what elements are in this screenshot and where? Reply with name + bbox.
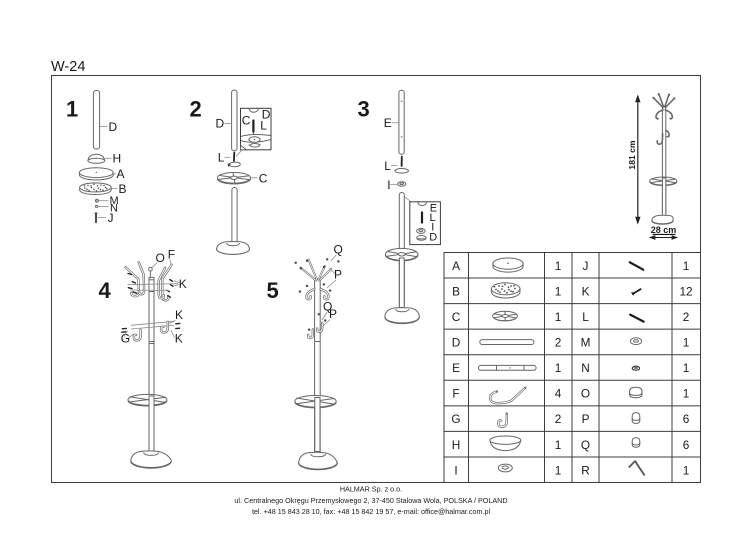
svg-text:E: E	[384, 116, 392, 130]
svg-text:F: F	[168, 248, 175, 262]
svg-text:1: 1	[555, 438, 562, 452]
svg-text:M: M	[110, 195, 119, 207]
svg-text:tel. +48 15 843 28 10, fax: +4: tel. +48 15 843 28 10, fax: +48 15 842 1…	[252, 507, 491, 516]
svg-text:1: 1	[683, 336, 690, 350]
svg-text:L: L	[430, 212, 436, 224]
svg-text:M: M	[581, 336, 591, 350]
svg-text:1: 1	[555, 361, 562, 375]
svg-text:ul. Centralnego Okręgu Przemys: ul. Centralnego Okręgu Przemysłowego 2, …	[234, 496, 507, 505]
svg-text:O: O	[156, 251, 165, 265]
svg-text:1: 1	[555, 310, 562, 324]
svg-text:2: 2	[555, 336, 562, 350]
svg-text:R: R	[581, 463, 590, 477]
svg-text:D: D	[262, 108, 271, 122]
svg-text:D: D	[109, 120, 118, 134]
svg-text:3: 3	[358, 97, 370, 122]
svg-text:N: N	[110, 202, 118, 214]
svg-text:L: L	[218, 150, 225, 164]
svg-text:K: K	[582, 284, 590, 298]
svg-text:I: I	[454, 463, 457, 477]
svg-text:P: P	[334, 268, 342, 282]
svg-text:1: 1	[555, 284, 562, 298]
svg-text:B: B	[452, 284, 460, 298]
svg-text:6: 6	[683, 412, 690, 426]
svg-text:J: J	[108, 211, 114, 225]
svg-text:5: 5	[267, 278, 279, 303]
svg-text:1: 1	[683, 259, 690, 273]
svg-text:W-24: W-24	[51, 59, 85, 75]
svg-text:1: 1	[555, 463, 562, 477]
svg-text:K: K	[179, 277, 187, 291]
svg-text:1: 1	[555, 259, 562, 273]
svg-text:H: H	[452, 438, 461, 452]
svg-text:C: C	[452, 310, 461, 324]
svg-text:J: J	[583, 259, 589, 273]
svg-text:G: G	[451, 412, 460, 426]
svg-text:L: L	[384, 159, 391, 173]
svg-text:A: A	[117, 167, 125, 181]
svg-text:28 cm: 28 cm	[651, 225, 677, 235]
svg-text:2: 2	[683, 310, 690, 324]
svg-text:D: D	[429, 232, 437, 244]
svg-text:O: O	[581, 387, 590, 401]
svg-text:E: E	[430, 203, 437, 215]
svg-text:1: 1	[683, 387, 690, 401]
svg-text:Q: Q	[581, 438, 590, 452]
svg-text:K: K	[175, 332, 183, 346]
svg-text:HALMAR Sp. z o.o.: HALMAR Sp. z o.o.	[340, 485, 402, 494]
svg-text:12: 12	[679, 284, 692, 298]
svg-text:2: 2	[190, 97, 202, 122]
svg-text:A: A	[452, 259, 460, 273]
svg-text:Q: Q	[323, 300, 332, 314]
svg-text:P: P	[329, 307, 337, 321]
svg-text:D: D	[216, 117, 225, 131]
svg-text:4: 4	[99, 278, 112, 303]
svg-text:D: D	[452, 336, 461, 350]
svg-text:4: 4	[555, 387, 562, 401]
svg-text:181 cm: 181 cm	[627, 140, 637, 170]
svg-text:Q: Q	[334, 243, 343, 257]
svg-text:K: K	[175, 308, 183, 322]
svg-text:L: L	[582, 310, 589, 324]
svg-text:G: G	[121, 332, 130, 346]
svg-text:E: E	[452, 361, 460, 375]
svg-text:I: I	[387, 178, 390, 192]
svg-text:L: L	[260, 119, 267, 133]
svg-text:F: F	[452, 387, 459, 401]
svg-text:C: C	[242, 114, 251, 128]
svg-text:B: B	[119, 182, 127, 196]
svg-text:I: I	[431, 222, 434, 234]
svg-text:N: N	[581, 361, 590, 375]
svg-text:H: H	[113, 152, 122, 166]
svg-text:1: 1	[66, 97, 78, 122]
svg-text:P: P	[582, 412, 590, 426]
svg-text:6: 6	[683, 438, 690, 452]
svg-text:1: 1	[683, 463, 690, 477]
svg-text:1: 1	[683, 361, 690, 375]
svg-text:C: C	[259, 172, 268, 186]
svg-text:2: 2	[555, 412, 562, 426]
